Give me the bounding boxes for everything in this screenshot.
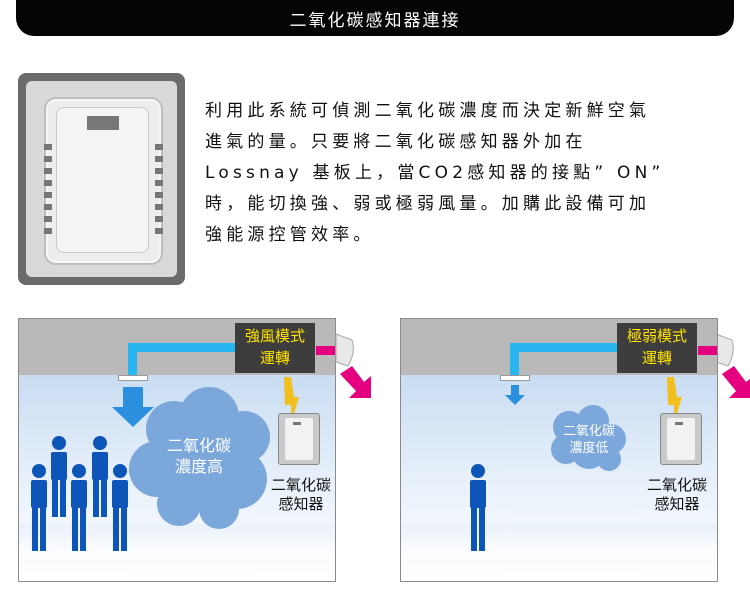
supply-duct [128, 343, 137, 377]
exhaust-duct [316, 346, 335, 355]
air-outlet [118, 375, 148, 381]
airflow-arrow-icon [112, 387, 154, 427]
mode-label: 運轉 [641, 349, 672, 367]
supply-duct [510, 343, 618, 352]
sensor-label: 二氧化碳 感知器 [646, 476, 707, 513]
person-icon [92, 436, 108, 517]
high-co2-illustration [31, 377, 299, 551]
description-line: 利用此系統可偵測二氧化碳濃度而決定新鮮空氣 [205, 101, 651, 121]
page-title: 二氧化碳感知器連接 [289, 10, 461, 31]
person-icon [71, 464, 87, 551]
description-text: 利用此系統可偵測二氧化碳濃度而決定新鮮空氣 進氣的量。只要將二氧化碳感知器外加在… [205, 96, 725, 251]
device-display [87, 116, 119, 130]
lightning-bolt-icon [667, 377, 682, 424]
co2-cloud-low [551, 405, 626, 471]
air-outlet [500, 375, 530, 381]
low-co2-room-panel: 極弱模式 運轉 二氧化碳 濃度低 二氧化碳 感知器 [400, 318, 718, 582]
supply-duct [128, 343, 236, 352]
co2-sensor-icon [278, 413, 320, 465]
people-group [31, 436, 128, 551]
person-icon [31, 464, 47, 551]
description-line: 進氣的量。只要將二氧化碳感知器外加在 [205, 132, 587, 152]
exhaust-duct [698, 346, 717, 355]
low-co2-illustration [470, 377, 682, 551]
page-title-bar: 二氧化碳感知器連接 [16, 0, 734, 36]
person-icon [51, 436, 67, 517]
high-co2-room-panel: 強風模式 運轉 二氧化碳 濃度高 [18, 318, 336, 582]
mode-label: 極弱模式 [626, 327, 687, 345]
co2-level-label: 二氧化碳 濃度低 [562, 424, 615, 456]
person-icon [470, 464, 486, 551]
supply-duct [510, 343, 519, 377]
person-icon [112, 464, 128, 551]
mode-label: 強風模式 [244, 327, 305, 345]
co2-sensor-device-icon [18, 73, 185, 285]
lightning-bolt-icon [284, 377, 299, 424]
description-line: 強能源控管效率。 [205, 225, 375, 245]
mode-label-box: 極弱模式 運轉 [617, 323, 697, 373]
description-line: 時，能切換強、弱或極弱風量。加購此設備可加 [205, 194, 651, 214]
description-line: Lossnay 基板上，當CO2感知器的接點” ON” [205, 163, 665, 183]
mode-label-box: 強風模式 運轉 [235, 323, 315, 373]
co2-sensor-icon [660, 413, 702, 465]
airflow-arrow-icon [505, 385, 525, 405]
co2-cloud-high [129, 387, 270, 529]
sensor-label: 二氧化碳 感知器 [270, 476, 331, 513]
mode-label: 運轉 [259, 349, 290, 367]
co2-level-label: 二氧化碳 濃度高 [166, 436, 231, 476]
